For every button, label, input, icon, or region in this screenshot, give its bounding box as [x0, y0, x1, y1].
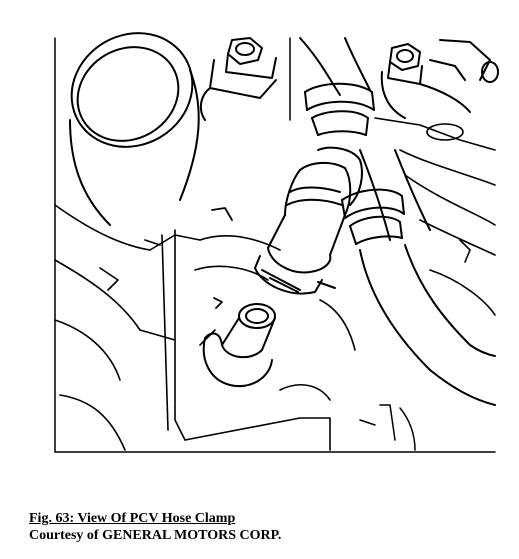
- oil-filler-cap: [69, 32, 200, 226]
- pcv-hose-clamp-illustration: [54, 32, 499, 453]
- figure-number: Fig. 63:: [29, 511, 75, 526]
- drawing-border: [54, 37, 496, 453]
- pcv-valve: [254, 146, 363, 295]
- engine-block-outline: [54, 204, 356, 451]
- lower-right-detail: [359, 404, 416, 451]
- valve-grommet: [202, 303, 276, 388]
- figure-caption: Fig. 63: View Of PCV Hose Clamp Courtesy…: [29, 511, 509, 544]
- figure-title: Fig. 63: View Of PCV Hose Clamp: [29, 511, 509, 527]
- indicator-mark: [211, 207, 233, 309]
- pcv-hose-large: [299, 37, 496, 406]
- figure-title-text: View Of PCV Hose Clamp: [77, 511, 236, 526]
- bracket-right: [374, 117, 496, 316]
- bolt-center: [199, 37, 277, 121]
- bolt-right: [380, 39, 499, 119]
- lower-hose-clamp: [341, 188, 405, 245]
- figure-credit: Courtesy of GENERAL MOTORS CORP.: [29, 528, 282, 543]
- upper-hose-clamp: [304, 82, 375, 136]
